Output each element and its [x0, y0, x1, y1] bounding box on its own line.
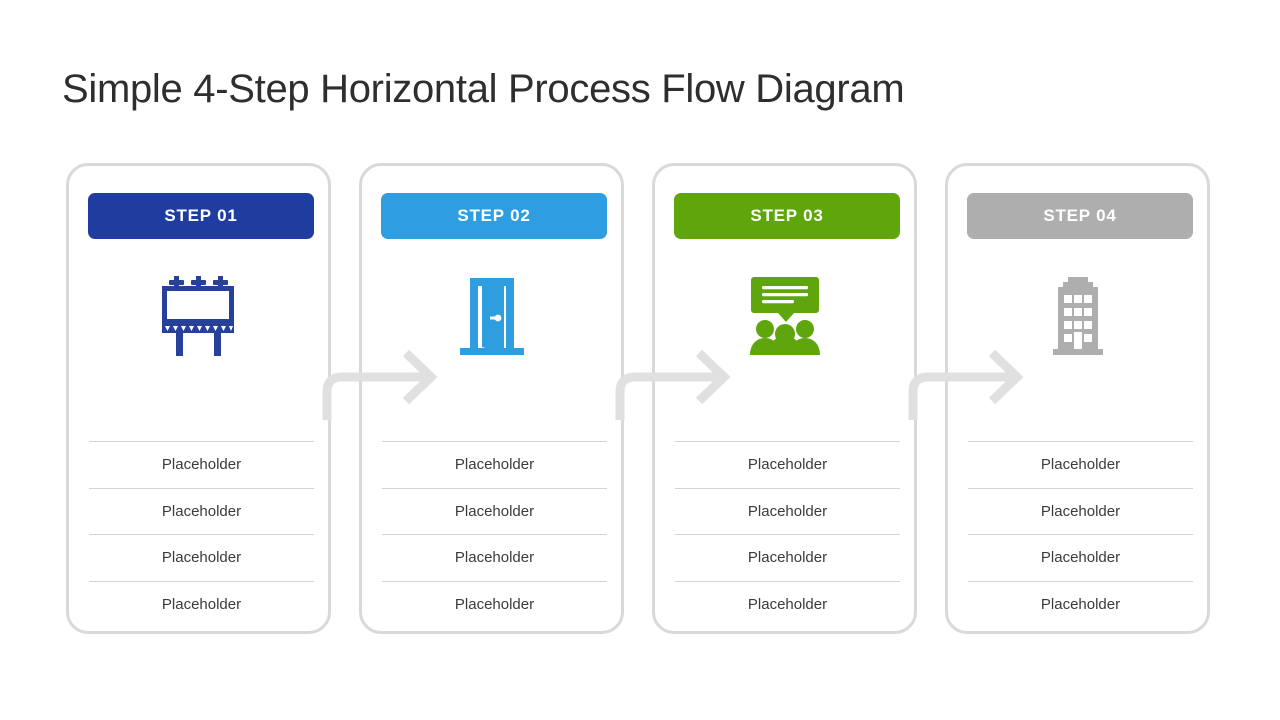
step-header-4[interactable]: STEP 04 [967, 193, 1193, 239]
open-door-icon [362, 270, 621, 362]
list-item[interactable]: Placeholder [675, 487, 900, 535]
page-title: Simple 4-Step Horizontal Process Flow Di… [62, 66, 905, 111]
step-card-3[interactable]: STEP 03 [652, 163, 917, 634]
list-item[interactable]: Placeholder [382, 487, 607, 535]
list-item[interactable]: Placeholder [89, 580, 314, 628]
list-item[interactable]: Placeholder [89, 487, 314, 535]
list-item[interactable]: Placeholder [675, 580, 900, 628]
list-item[interactable]: Placeholder [89, 534, 314, 581]
step-card-4[interactable]: STEP 04 [945, 163, 1210, 634]
office-building-icon [948, 270, 1207, 362]
step-card-2[interactable]: STEP 02 Placeholder Placeholder [359, 163, 624, 634]
list-item[interactable]: Placeholder [675, 441, 900, 488]
step-label-4: STEP 04 [1043, 206, 1117, 225]
step-card-1[interactable]: STEP 01 [66, 163, 331, 634]
step-header-1[interactable]: STEP 01 [88, 193, 314, 239]
presentation-audience-icon [655, 270, 914, 362]
list-item[interactable]: Placeholder [968, 441, 1193, 488]
step-label-1: STEP 01 [164, 206, 238, 225]
list-item[interactable]: Placeholder [382, 580, 607, 628]
list-item[interactable]: Placeholder [89, 441, 314, 488]
list-item[interactable]: Placeholder [968, 487, 1193, 535]
billboard-icon [69, 270, 328, 362]
placeholder-list-3: Placeholder Placeholder Placeholder Plac… [675, 441, 900, 627]
step-header-2[interactable]: STEP 02 [381, 193, 607, 239]
placeholder-list-2: Placeholder Placeholder Placeholder Plac… [382, 441, 607, 627]
step-header-3[interactable]: STEP 03 [674, 193, 900, 239]
list-item[interactable]: Placeholder [382, 534, 607, 581]
placeholder-list-1: Placeholder Placeholder Placeholder Plac… [89, 441, 314, 627]
placeholder-list-4: Placeholder Placeholder Placeholder Plac… [968, 441, 1193, 627]
step-label-3: STEP 03 [750, 206, 824, 225]
list-item[interactable]: Placeholder [675, 534, 900, 581]
step-label-2: STEP 02 [457, 206, 531, 225]
list-item[interactable]: Placeholder [968, 534, 1193, 581]
list-item[interactable]: Placeholder [382, 441, 607, 488]
list-item[interactable]: Placeholder [968, 580, 1193, 628]
